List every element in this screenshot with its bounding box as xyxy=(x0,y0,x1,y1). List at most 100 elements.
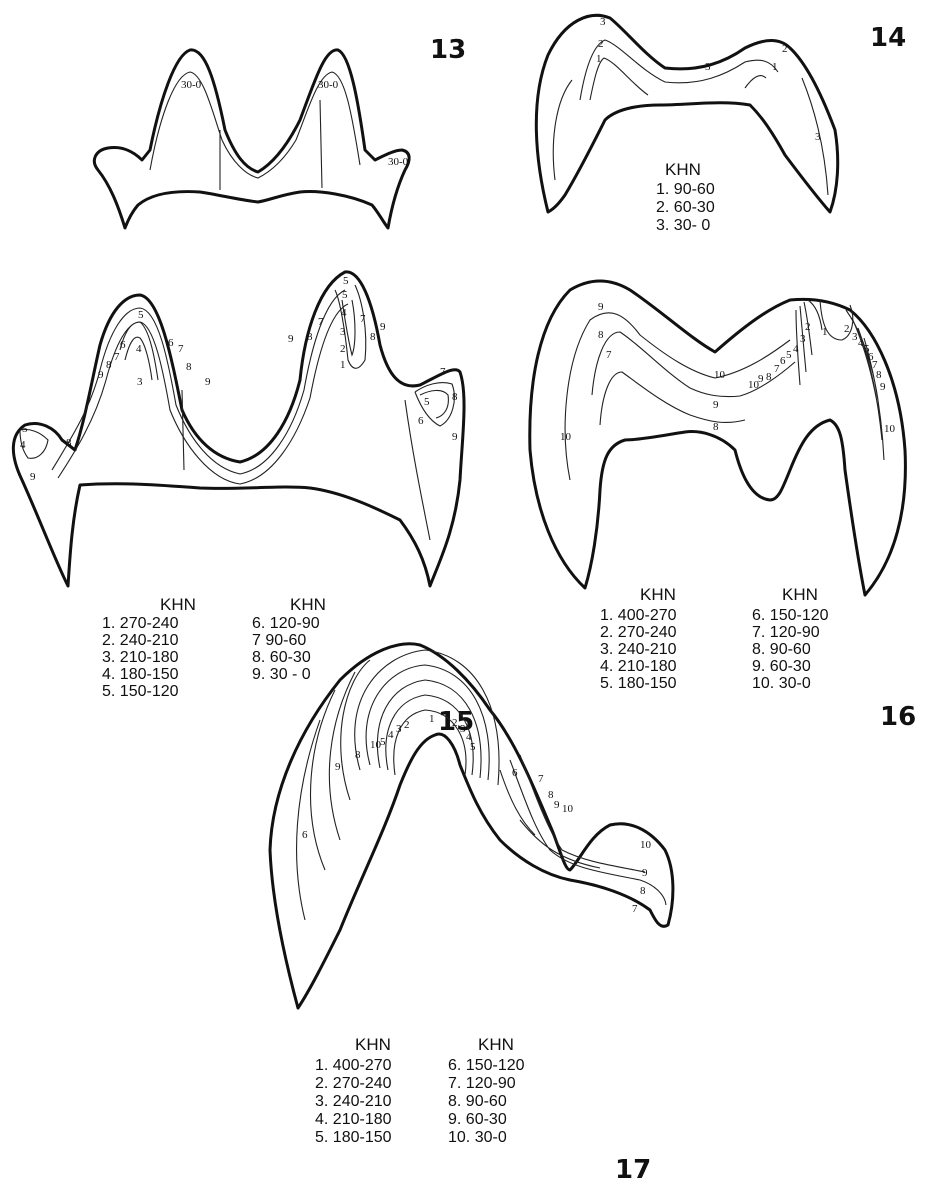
tooth-section-14: 3 2 1 3 2 1 3 KHN 1. 90-60 2. 60-30 3. 3… xyxy=(536,15,906,234)
tooth-15-contour xyxy=(58,304,348,484)
zone-label: 10 xyxy=(560,431,572,443)
figure-number: 16 xyxy=(880,702,916,732)
zone-label: 9 xyxy=(380,321,386,333)
zone-label: 2 xyxy=(598,38,604,50)
zone-label: 7 xyxy=(360,313,366,325)
zone-label: 10 xyxy=(370,739,382,751)
legend-item: 2. 60-30 xyxy=(656,199,715,216)
legend-item: 8. 90-60 xyxy=(752,641,811,658)
legend-item: 2. 270-240 xyxy=(600,624,677,641)
legend-item: 5. 150-120 xyxy=(102,683,179,700)
zone-label: 9 xyxy=(335,761,341,773)
legend-heading: KHN xyxy=(355,1035,391,1054)
zone-label: 8 xyxy=(766,371,772,383)
tooth-13-outline xyxy=(94,50,409,228)
zone-label: 3 xyxy=(800,333,806,345)
zone-label: 1 xyxy=(822,326,828,338)
zone-label: 3 xyxy=(340,326,346,338)
zone-label: 9 xyxy=(642,867,648,879)
zone-label: 8 xyxy=(598,329,604,341)
zone-label: 9 xyxy=(288,333,294,345)
legend-item: 1. 400-270 xyxy=(600,607,677,624)
zone-label: 1 xyxy=(596,53,602,65)
legend-heading: KHN xyxy=(160,595,196,614)
zone-label: 10 xyxy=(640,839,652,851)
legend-heading: KHN xyxy=(665,160,701,179)
zone-label: 1 xyxy=(429,713,435,725)
zone-label: 1 xyxy=(772,61,778,73)
tooth-13-division xyxy=(320,100,322,188)
tooth-16-contour xyxy=(592,332,795,397)
zone-label: 10 xyxy=(714,369,726,381)
zone-label: 9 xyxy=(713,399,719,411)
zone-label: 6 xyxy=(120,339,126,351)
figure-number: 17 xyxy=(615,1155,651,1185)
tooth-15-division xyxy=(182,390,184,470)
zone-label: 2 xyxy=(404,719,410,731)
tooth-section-15: 5 4 3 6 7 8 9 9 8 7 6 5 5 4 3 2 1 7 8 9 … xyxy=(13,272,474,737)
tooth-17-contour xyxy=(355,650,499,785)
zone-label: 4 xyxy=(341,307,347,319)
legend-item: 5. 180-150 xyxy=(600,675,677,692)
legend-item: 3. 240-210 xyxy=(315,1093,392,1110)
zone-label: 7 xyxy=(178,343,184,355)
legend-item: 1. 270-240 xyxy=(102,615,179,632)
legend-item: 4. 210-180 xyxy=(600,658,677,675)
zone-label: 3 xyxy=(600,16,606,28)
zone-label: 10 xyxy=(884,423,896,435)
legend-heading: KHN xyxy=(782,585,818,604)
zone-label: 8 xyxy=(307,331,313,343)
zone-label: 8 xyxy=(106,359,112,371)
zone-label: 5 xyxy=(343,275,349,287)
zone-label: 9 xyxy=(880,381,886,393)
zone-label: 8 xyxy=(876,369,882,381)
zone-label: 2 xyxy=(340,343,346,355)
zone-label: 30-0 xyxy=(318,79,339,91)
tooth-15-outline xyxy=(13,272,464,586)
tooth-section-13: 30-0 30-0 30-0 13 xyxy=(94,35,466,228)
zone-label: 8 xyxy=(66,437,72,449)
zone-label: 3 xyxy=(396,723,402,735)
zone-label: 1 xyxy=(340,359,346,371)
zone-label: 9 xyxy=(98,369,104,381)
legend-item: 2. 240-210 xyxy=(102,632,179,649)
zone-label: 9 xyxy=(554,799,560,811)
legend-item: 9. 60-30 xyxy=(752,658,811,675)
legend-item: 3. 210-180 xyxy=(102,649,179,666)
legend-item: 3. 240-210 xyxy=(600,641,677,658)
zone-label: 6 xyxy=(418,415,424,427)
zone-label: 3 xyxy=(705,61,711,73)
legend-item: 10. 30-0 xyxy=(448,1129,507,1146)
zone-label: 9 xyxy=(30,471,36,483)
tooth-section-16: 9 8 7 10 10 9 8 1 2 3 4 5 6 7 8 9 10 2 3… xyxy=(530,281,916,732)
legend-item: 1. 90-60 xyxy=(656,181,715,198)
zone-label: 8 xyxy=(640,885,646,897)
zone-label: 10 xyxy=(562,803,574,815)
legend-item: 8. 60-30 xyxy=(252,649,311,666)
legend-item: 9. 60-30 xyxy=(448,1111,507,1128)
legend-item: 7. 120-90 xyxy=(448,1075,516,1092)
legend-item: 9. 30 - 0 xyxy=(252,666,311,683)
zone-label: 7 xyxy=(114,351,120,363)
figure-number: 13 xyxy=(430,35,466,65)
legend-item: 8. 90-60 xyxy=(448,1093,507,1110)
zone-label: 6 xyxy=(168,337,174,349)
zone-label: 5 xyxy=(424,396,430,408)
legend-item: 4. 180-150 xyxy=(102,666,179,683)
zone-label: 5 xyxy=(786,349,792,361)
legend-heading: KHN xyxy=(640,585,676,604)
zone-label: 7 xyxy=(318,316,324,328)
zone-label: 10 xyxy=(748,379,760,391)
zone-label: 6 xyxy=(512,767,518,779)
legend-item: 3. 30- 0 xyxy=(656,217,710,234)
legend-item: 6. 150-120 xyxy=(752,607,829,624)
zone-label: 3 xyxy=(815,131,821,143)
zone-label: 7 xyxy=(606,349,612,361)
tooth-17-contour xyxy=(297,660,370,920)
zone-label: 6 xyxy=(302,829,308,841)
zone-label: 5 xyxy=(22,423,28,435)
zone-label: 7 xyxy=(774,363,780,375)
zone-label: 9 xyxy=(452,431,458,443)
legend-item: 6. 150-120 xyxy=(448,1057,525,1074)
